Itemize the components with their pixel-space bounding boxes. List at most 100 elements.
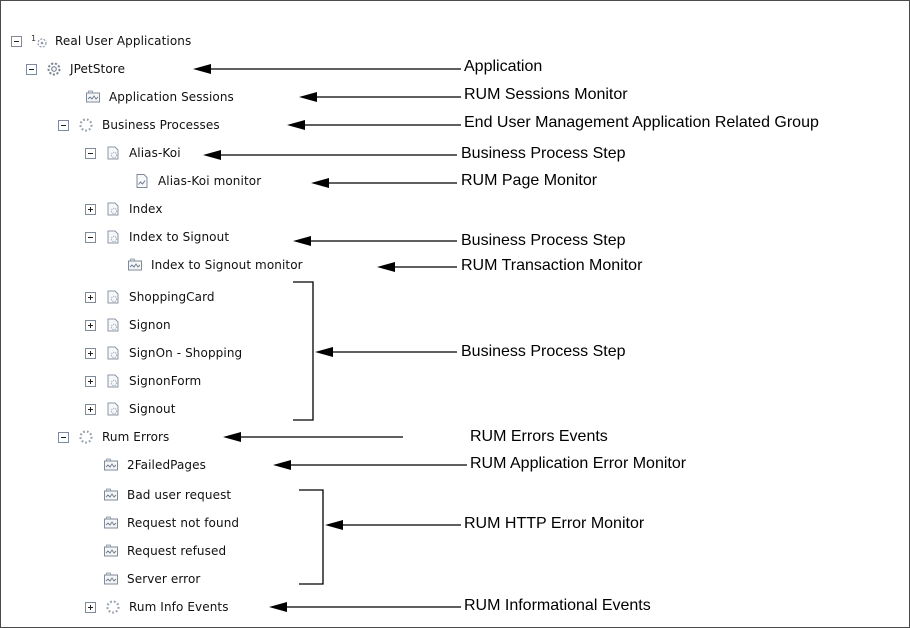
annotation-rum-http-error-monitor: RUM HTTP Error Monitor xyxy=(464,515,645,532)
tree-node-request-not-found[interactable]: Request not found xyxy=(103,513,239,533)
bracket-bp-steps xyxy=(293,281,314,421)
tree-node-label: JPetStore xyxy=(70,62,126,76)
step-icon xyxy=(107,146,119,160)
step-icon xyxy=(107,290,119,304)
tree-node-label: Rum Errors xyxy=(102,430,170,444)
tree-node-label: SignOn - Shopping xyxy=(129,346,243,360)
annotation-bp-step-1: Business Process Step xyxy=(461,145,626,162)
tree-node-label: Alias-Koi xyxy=(129,146,181,160)
annotation-eum-group: End User Management Application Related … xyxy=(464,114,819,131)
tree-node-index-to-signout[interactable]: Index to Signout xyxy=(85,227,229,247)
arrow-bp-step-2 xyxy=(293,236,457,246)
arrow-rum-sessions-monitor xyxy=(299,92,461,102)
collapse-toggle[interactable] xyxy=(85,147,96,159)
collapse-toggle[interactable] xyxy=(58,119,69,131)
expand-toggle[interactable] xyxy=(85,319,96,331)
rum-monitor-icon xyxy=(104,572,118,585)
tree-node-alias-koi[interactable]: Alias-Koi xyxy=(85,143,181,163)
tree-node-label: Application Sessions xyxy=(109,90,234,104)
arrow-rum-app-error-monitor xyxy=(273,460,467,470)
tree-node-shoppingcard[interactable]: ShoppingCard xyxy=(85,287,215,307)
arrow-eum-group xyxy=(287,120,461,130)
tree-node-label: SignonForm xyxy=(129,374,202,388)
tree-node-alias-koi-monitor[interactable]: Alias-Koi monitor xyxy=(134,171,261,191)
expand-toggle[interactable] xyxy=(85,347,96,359)
monitor-root-icon: 1 xyxy=(31,34,47,48)
tree-node-label: Request refused xyxy=(127,544,227,558)
arrow-bp-step-3 xyxy=(315,347,457,357)
annotation-rum-page-monitor: RUM Page Monitor xyxy=(461,172,598,189)
expand-toggle[interactable] xyxy=(85,403,96,415)
annotation-rum-transaction-monitor: RUM Transaction Monitor xyxy=(461,257,643,274)
tree-node-bad-user-request[interactable]: Bad user request xyxy=(103,485,231,505)
tree-node-label: Index to Signout xyxy=(129,230,230,244)
tree-node-label: 2FailedPages xyxy=(127,458,206,472)
group-icon xyxy=(106,600,120,614)
tree-node-label: Bad user request xyxy=(127,488,232,502)
bracket-http-errors xyxy=(299,489,324,585)
step-icon xyxy=(107,346,119,360)
tree-node-jpetstore[interactable]: JPetStore xyxy=(26,59,125,79)
tree-node-label: ShoppingCard xyxy=(129,290,215,304)
annotation-application: Application xyxy=(464,58,543,75)
tree-node-signonform[interactable]: SignonForm xyxy=(85,371,201,391)
arrow-rum-info-events xyxy=(269,602,461,612)
tree-node-label: Signout xyxy=(129,402,176,416)
collapse-toggle[interactable] xyxy=(26,63,37,75)
annotation-rum-errors-events: RUM Errors Events xyxy=(470,428,608,445)
arrow-rum-page-monitor xyxy=(311,178,457,188)
tree-node-index-to-signout-monitor[interactable]: Index to Signout monitor xyxy=(127,255,303,275)
collapse-toggle[interactable] xyxy=(85,231,96,243)
tree-node-label: Index xyxy=(129,202,163,216)
step-icon xyxy=(107,230,119,244)
collapse-toggle[interactable] xyxy=(11,35,22,47)
rum-monitor-icon xyxy=(104,488,118,501)
tree-node-label: Business Processes xyxy=(102,118,220,132)
tree-node-root[interactable]: 1 Real User Applications xyxy=(11,31,191,51)
expand-toggle[interactable] xyxy=(85,375,96,387)
annotation-bp-step-3: Business Process Step xyxy=(461,343,626,360)
arrow-bp-step-1 xyxy=(203,150,457,160)
tree-node-server-error[interactable]: Server error xyxy=(103,569,200,589)
tree-node-2failedpages[interactable]: 2FailedPages xyxy=(103,455,206,475)
rum-monitor-icon xyxy=(104,516,118,529)
expand-toggle[interactable] xyxy=(85,291,96,303)
step-icon xyxy=(107,402,119,416)
arrow-rum-http-error-monitor xyxy=(325,520,461,530)
page-monitor-icon xyxy=(136,174,148,188)
tree-node-label: Rum Info Events xyxy=(129,600,229,614)
tree-node-signon[interactable]: Signon xyxy=(85,315,171,335)
tree-node-label: Alias-Koi monitor xyxy=(158,174,262,188)
gear-icon xyxy=(47,62,61,76)
annotation-bp-step-2: Business Process Step xyxy=(461,232,626,249)
tree-node-business-processes[interactable]: Business Processes xyxy=(58,115,220,135)
rum-monitor-icon xyxy=(86,90,100,103)
rum-monitor-icon xyxy=(104,458,118,471)
annotation-rum-app-error-monitor: RUM Application Error Monitor xyxy=(470,455,687,472)
expand-toggle[interactable] xyxy=(85,601,96,613)
annotation-rum-sessions-monitor: RUM Sessions Monitor xyxy=(464,86,628,103)
group-icon xyxy=(79,430,93,444)
tree-node-rum-errors[interactable]: Rum Errors xyxy=(58,427,169,447)
tree-node-label: Signon xyxy=(129,318,171,332)
step-icon xyxy=(107,374,119,388)
tree-node-label: Server error xyxy=(127,572,201,586)
arrow-application xyxy=(193,64,461,74)
tree-node-label: Real User Applications xyxy=(55,34,192,48)
svg-text:1: 1 xyxy=(31,34,36,43)
step-icon xyxy=(107,202,119,216)
collapse-toggle[interactable] xyxy=(58,431,69,443)
tree-node-request-refused[interactable]: Request refused xyxy=(103,541,226,561)
arrow-rum-transaction-monitor xyxy=(377,262,457,272)
tree-node-label: Request not found xyxy=(127,516,240,530)
tree-node-signout[interactable]: Signout xyxy=(85,399,176,419)
rum-monitor-icon xyxy=(128,258,142,271)
tree-node-application-sessions[interactable]: Application Sessions xyxy=(85,87,234,107)
arrow-rum-errors-events xyxy=(223,432,403,442)
tree-node-index[interactable]: Index xyxy=(85,199,163,219)
expand-toggle[interactable] xyxy=(85,203,96,215)
tree-node-rum-info-events[interactable]: Rum Info Events xyxy=(85,597,229,617)
tree-node-signon-shopping[interactable]: SignOn - Shopping xyxy=(85,343,242,363)
